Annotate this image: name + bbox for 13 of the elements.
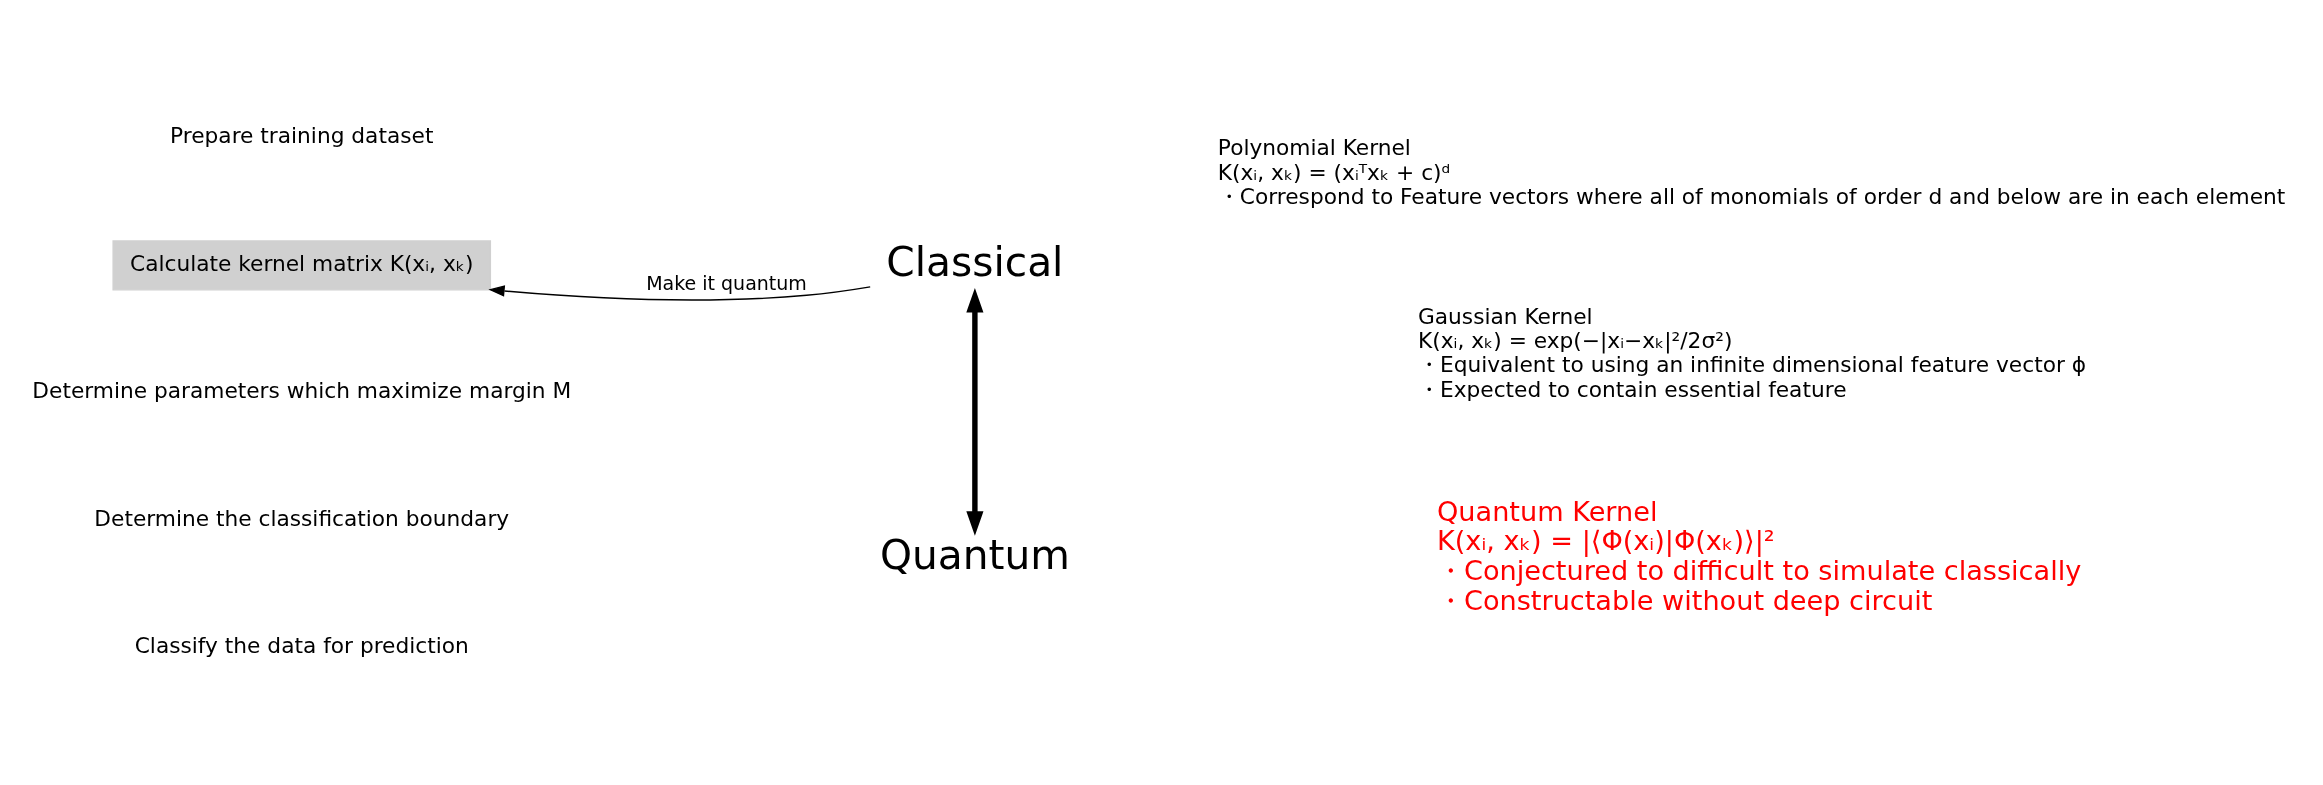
- node-text: Determine the classification boundary: [94, 505, 510, 531]
- node-box: Calculate kernel matrix K(xᵢ, xₖ): [112, 239, 492, 291]
- node-text: Classical: [886, 237, 1064, 286]
- node-text: Polynomial Kernel K(xᵢ, xₖ) = (xᵢᵀxₖ + c)ᵈ ・Correspond to Feature vectors where all of monomials of order d and below are in each element: [1217, 134, 2286, 209]
- node-text: Prepare training dataset: [170, 122, 434, 148]
- node-text: Quantum: [879, 530, 1070, 579]
- node-text: Classify the data for prediction: [134, 632, 469, 658]
- arrow: [966, 287, 984, 536]
- arrow: [488, 284, 871, 301]
- node-text: Gaussian Kernel K(xᵢ, xₖ) = exp(−|xᵢ−xₖ|²/2σ²) ・Equivalent to using an infinite dimensional feature vector ϕ ・Expected to contain essential feature: [1418, 303, 2087, 402]
- edge-label: Make it quantum: [646, 271, 807, 294]
- node-text: Determine parameters which maximize margin M: [32, 377, 572, 403]
- node-text: Quantum Kernel K(xᵢ, xₖ) = |⟨Φ(xᵢ)|Φ(xₖ)⟩|² ・Conjectured to difficult to simulate classically ・Constructable without deep circuit: [1437, 495, 2082, 616]
